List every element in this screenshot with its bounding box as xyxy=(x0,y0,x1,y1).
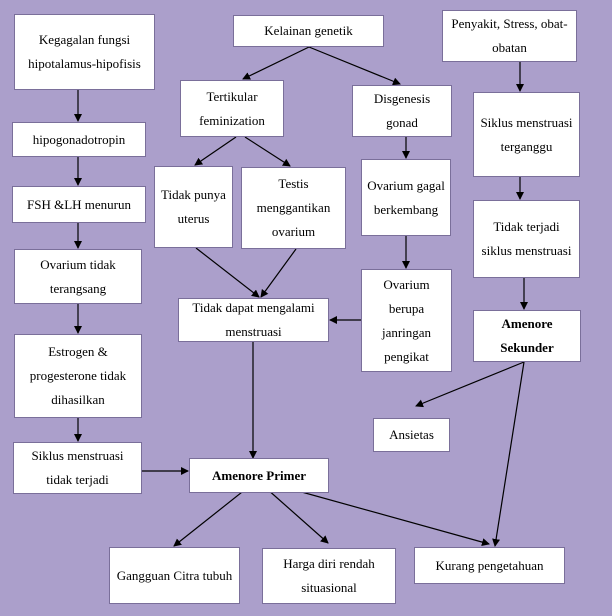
node-siklus-terganggu: Siklus menstruasi terganggu xyxy=(473,92,580,177)
node-hipogonadotropin: hipogonadotropin xyxy=(12,122,146,157)
node-harga-diri-rendah: Harga diri rendah situasional xyxy=(262,548,396,604)
arrow-n8-n11 xyxy=(244,136,291,167)
node-ansietas: Ansietas xyxy=(373,418,450,452)
node-tidak-terjadi-siklus: Tidak terjadi siklus menstruasi xyxy=(473,200,580,278)
node-ovarium-gagal: Ovarium gagal berkembang xyxy=(361,159,451,236)
node-tertikular-feminization: Tertikular feminization xyxy=(180,80,284,137)
node-siklus-tidak-terjadi: Siklus menstruasi tidak terjadi xyxy=(13,442,142,494)
arrow-n19-n23 xyxy=(492,361,525,547)
node-penyakit-stress: Penyakit, Stress, obat-obatan xyxy=(442,10,577,62)
node-kurang-pengetahuan: Kurang pengetahuan xyxy=(414,547,565,584)
node-testis-menggantikan: Testis menggantikan ovarium xyxy=(241,167,346,249)
node-amenore-primer: Amenore Primer xyxy=(189,458,329,493)
node-fsh-lh-menurun: FSH &LH menurun xyxy=(12,186,146,223)
node-ovarium-tidak-terangsang: Ovarium tidak terangsang xyxy=(14,249,142,304)
node-gangguan-citra-tubuh: Gangguan Citra tubuh xyxy=(109,547,240,604)
node-tidak-dapat-menstruasi: Tidak dapat mengalami menstruasi xyxy=(178,298,329,342)
arrow-n7-n9 xyxy=(308,46,401,86)
node-estrogen-progesterone: Estrogen & progesterone tidak dihasilkan xyxy=(14,334,142,418)
node-kelainan-genetik: Kelainan genetik xyxy=(233,15,384,47)
arrow-n19-n20 xyxy=(415,361,525,408)
node-amenore-sekunder: Amenore Sekunder xyxy=(473,310,581,362)
arrow-n11-n13 xyxy=(260,248,297,298)
node-kegagalan-fungsi: Kegagalan fungsi hipotalamus-hipofisis xyxy=(14,14,155,90)
node-ovarium-jaringan-pengikat: Ovarium berupa janringan pengikat xyxy=(361,269,452,372)
arrow-n8-n10 xyxy=(194,136,237,166)
node-disgenesis-gonad: Disgenesis gonad xyxy=(352,85,452,137)
node-tidak-punya-uterus: Tidak punya uterus xyxy=(154,166,233,248)
arrow-n7-n8 xyxy=(242,46,310,80)
arrow-n10-n13 xyxy=(195,247,260,298)
